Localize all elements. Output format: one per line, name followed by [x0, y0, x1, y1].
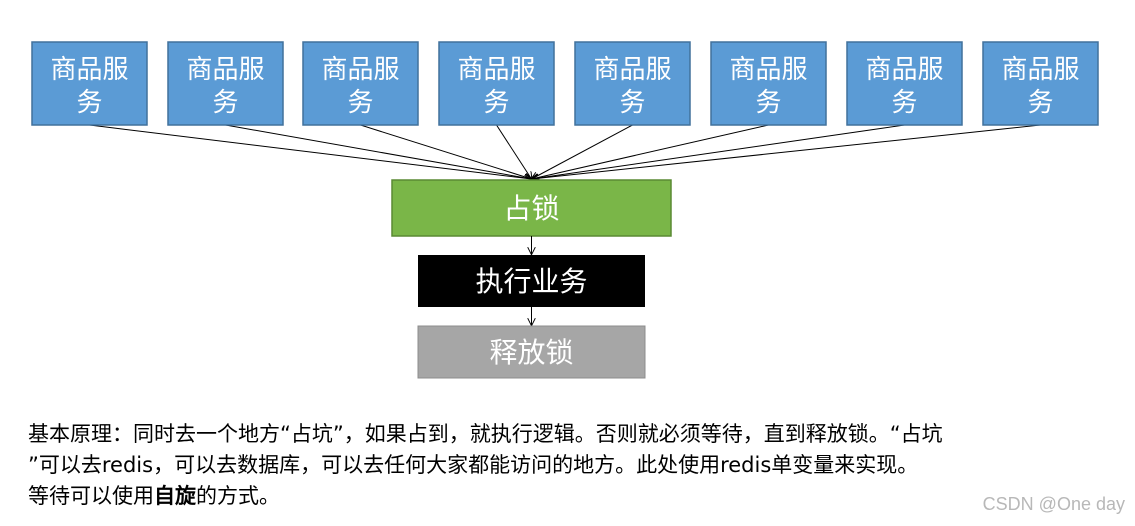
service-box: 商品服 务	[438, 41, 555, 126]
service-box: 商品服 务	[982, 41, 1099, 126]
service-label-line1: 商品服	[457, 55, 535, 85]
description-line-3-start: 等待可以使用	[28, 484, 154, 508]
service-box: 商品服 务	[302, 41, 419, 126]
service-connector-arrow	[89, 124, 532, 179]
service-connector-arrow	[225, 124, 532, 179]
service-box: 商品服 务	[167, 41, 284, 126]
service-label-line2: 务	[483, 88, 509, 118]
service-connector-arrow	[532, 124, 1041, 179]
description-line-3: 等待可以使用自旋的方式。	[28, 481, 1128, 512]
execute-label: 执行业务	[475, 265, 587, 298]
service-label-line1: 商品服	[186, 55, 264, 85]
service-boxes: 商品服 务 商品服 务 商品服 务 商品服 务 商品服 务 商品服 务	[31, 41, 1099, 126]
service-box: 商品服 务	[710, 41, 827, 126]
service-label-line2: 务	[619, 88, 645, 118]
service-label-line1: 商品服	[729, 55, 807, 85]
execute-box	[418, 255, 645, 307]
service-label-line1: 商品服	[865, 55, 943, 85]
service-to-lock-connectors	[89, 124, 1041, 179]
service-connector-arrow	[532, 124, 905, 179]
service-box: 商品服 务	[846, 41, 963, 126]
service-label-line1: 商品服	[50, 55, 128, 85]
lock-step: 占锁	[391, 179, 672, 237]
execute-step: 执行业务	[418, 255, 645, 307]
service-label-line1: 商品服	[321, 55, 399, 85]
release-label: 释放锁	[489, 336, 573, 369]
service-connector-arrow	[532, 124, 633, 179]
service-connector-arrow	[496, 124, 532, 179]
service-label-line1: 商品服	[1001, 55, 1079, 85]
lock-label: 占锁	[503, 192, 559, 225]
service-label-line2: 务	[1027, 88, 1053, 118]
service-connector-arrow	[532, 124, 769, 179]
service-box: 商品服 务	[574, 41, 691, 126]
service-label-line2: 务	[891, 88, 917, 118]
service-connector-arrow	[360, 124, 532, 179]
release-box	[417, 325, 646, 379]
service-label-line2: 务	[755, 88, 781, 118]
description-line-1: 基本原理：同时去一个地方“占坑”，如果占到，就执行逻辑。否则就必须等待，直到释放…	[28, 422, 943, 446]
release-step: 释放锁	[417, 325, 646, 379]
service-label-line1: 商品服	[593, 55, 671, 85]
csdn-watermark: CSDN @One day	[982, 494, 1125, 514]
description-spin-emphasis: 自旋	[154, 484, 196, 508]
service-label-line2: 务	[76, 88, 102, 118]
distributed-lock-diagram: 商品服 务 商品服 务 商品服 务 商品服 务 商品服 务 商品服 务	[31, 41, 1099, 379]
service-box: 商品服 务	[31, 41, 148, 126]
description: 基本原理：同时去一个地方“占坑”，如果占到，就执行逻辑。否则就必须等待，直到释放…	[28, 419, 1128, 512]
service-label-line2: 务	[347, 88, 373, 118]
description-line-3-end: 的方式。	[196, 484, 280, 508]
service-label-line2: 务	[212, 88, 238, 118]
description-line-2: ”可以去redis，可以去数据库，可以去任何大家都能访问的地方。此处使用redi…	[28, 453, 919, 477]
